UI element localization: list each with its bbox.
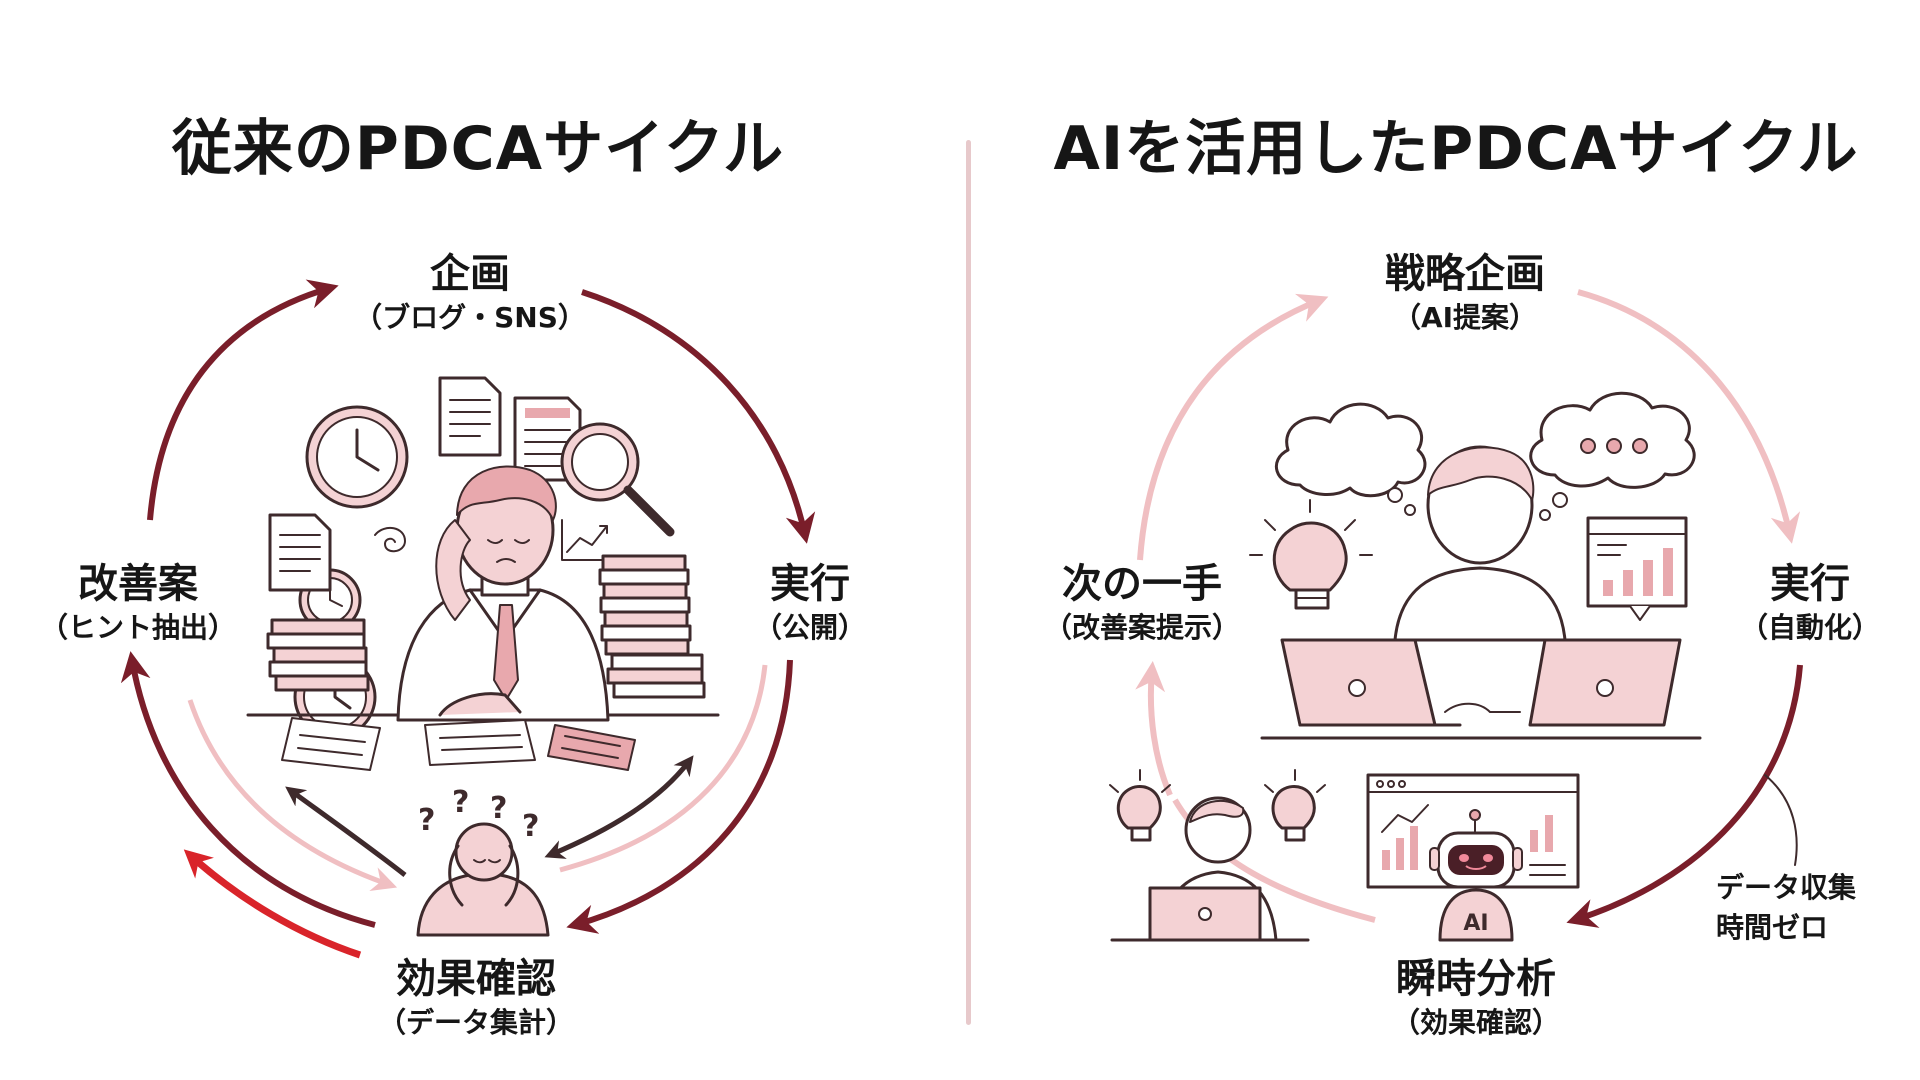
arrow-act-to-plan — [147, 279, 339, 521]
laptop-icon — [1280, 638, 1462, 727]
left-cycle-arrows — [120, 279, 816, 959]
left-node-act: 改善案 （ヒント抽出） — [40, 560, 236, 646]
question-mark: ? — [452, 785, 469, 820]
question-mark: ? — [522, 809, 539, 844]
chart-icon — [561, 519, 613, 561]
right-node-check: 瞬時分析 （効果確認） — [1392, 955, 1560, 1041]
left-node-do: 実行 （公開） — [754, 560, 866, 646]
node-label: 効果確認 — [395, 956, 556, 1002]
note-leader-line — [1764, 774, 1798, 866]
panel-divider — [966, 140, 971, 1025]
lightbulb-icon — [1109, 769, 1171, 842]
note-line-1: データ収集 — [1716, 871, 1857, 904]
arrow-do-to-check — [566, 659, 793, 934]
question-mark: ? — [418, 803, 435, 838]
node-sublabel: （効果確認） — [1391, 1006, 1561, 1039]
typing-hand — [1444, 702, 1521, 713]
document-icon — [438, 376, 502, 457]
busy-worker-illustration: ? ? ? ? — [246, 376, 720, 937]
left-node-check: 効果確認 （データ集計） — [378, 955, 574, 1041]
right-node-do: 実行 （自動化） — [1740, 560, 1880, 646]
note-line-2: 時間ゼロ — [1716, 911, 1829, 944]
magnifier-icon — [560, 422, 675, 537]
arrow-inner-light-left — [187, 699, 398, 892]
lightbulb-icon — [1249, 499, 1373, 610]
node-sublabel: （改善案提示） — [1043, 611, 1241, 644]
node-label: 実行 — [1769, 561, 1850, 607]
node-sublabel: （ヒント抽出） — [39, 611, 237, 644]
paper-stack-right — [598, 554, 706, 699]
document-icon — [268, 513, 332, 592]
node-label: 瞬時分析 — [1395, 956, 1556, 1002]
dashboard-screen — [1366, 773, 1580, 889]
arrow-confusion-left — [285, 786, 407, 877]
arrow-confusion-right — [544, 755, 694, 859]
node-label: 実行 — [769, 561, 850, 607]
stress-swirl-icon — [374, 526, 406, 553]
left-panel-title: 従来のPDCAサイクル — [171, 114, 785, 184]
node-sublabel: （AI提案） — [1392, 301, 1538, 334]
chart-icon — [1586, 516, 1688, 621]
arrow-plan-to-do — [1577, 289, 1801, 544]
clock-icon — [305, 405, 409, 509]
robot-ai-badge: AI — [1463, 911, 1488, 936]
laptop-icon — [1528, 638, 1682, 727]
arrow-red-backtrack — [183, 849, 362, 959]
right-panel-title: AIを活用したPDCAサイクル — [1053, 114, 1859, 184]
paper-stack-left — [266, 618, 370, 692]
question-mark: ? — [490, 791, 507, 826]
person-with-laptops — [1393, 445, 1567, 642]
node-label: 戦略企画 — [1385, 251, 1545, 297]
node-sublabel: （公開） — [753, 611, 867, 644]
right-node-plan: 戦略企画 （AI提案） — [1385, 250, 1545, 336]
ai-worker-illustration: AI — [1109, 391, 1702, 942]
node-label: 企画 — [430, 251, 510, 297]
left-node-plan: 企画 （ブログ・SNS） — [354, 250, 586, 336]
node-sublabel: （ブログ・SNS） — [354, 301, 586, 334]
robot-icon: AI — [1429, 809, 1523, 942]
arrow-act-to-plan — [1137, 293, 1329, 561]
lightbulb-icon — [1264, 769, 1326, 842]
arrow-check-to-act — [120, 651, 376, 928]
node-label: 次の一手 — [1061, 561, 1222, 607]
confused-person: ? ? ? ? — [416, 785, 550, 937]
thought-bubble-icon — [1275, 402, 1427, 516]
data-collection-note: データ収集 時間ゼロ — [1716, 868, 1856, 948]
right-node-act: 次の一手 （改善案提示） — [1044, 560, 1240, 646]
calculator-icon — [547, 724, 636, 771]
small-person-laptop — [1110, 796, 1310, 942]
node-sublabel: （自動化） — [1739, 611, 1881, 644]
arrow-plan-to-do — [581, 289, 816, 544]
thought-bubble-icon — [1529, 391, 1696, 521]
node-sublabel: （データ集計） — [377, 1006, 575, 1039]
stressed-worker — [396, 465, 610, 722]
arrow-check-to-act-head — [1135, 661, 1173, 797]
arrow-do-to-check — [1566, 664, 1803, 928]
node-label: 改善案 — [77, 561, 198, 607]
